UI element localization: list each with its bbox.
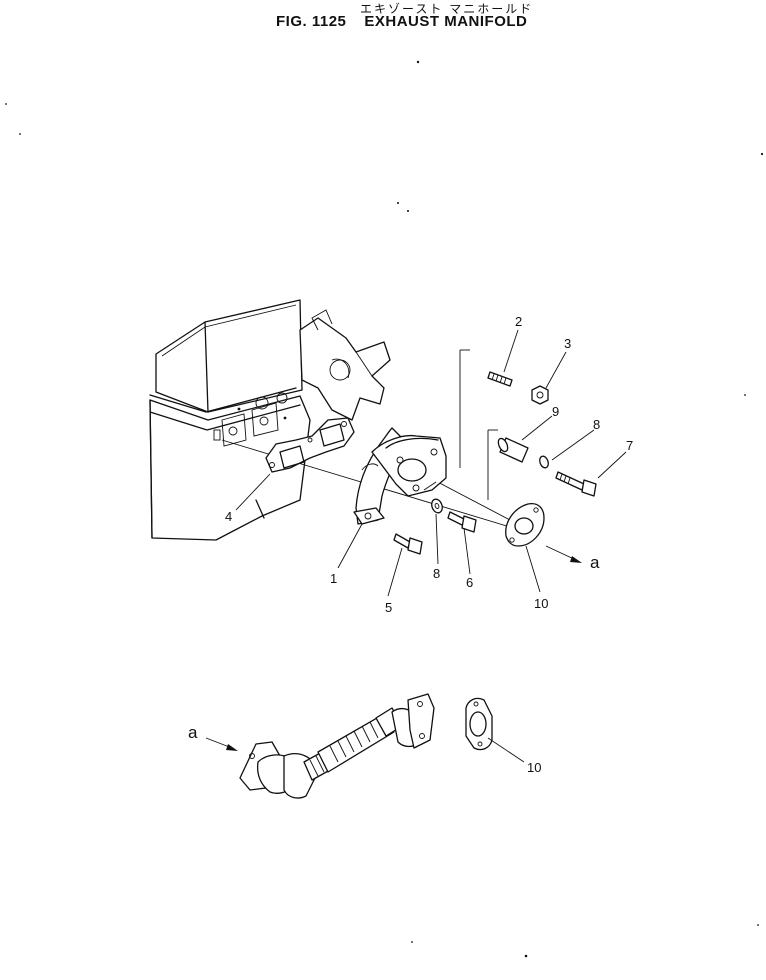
callout-10-lower: 10 bbox=[527, 760, 541, 775]
callout-7: 7 bbox=[626, 438, 633, 453]
callout-labels: 2 3 9 8 7 4 1 8 6 5 10 10 a a bbox=[188, 314, 633, 775]
callout-3: 3 bbox=[564, 336, 571, 351]
long-bolt bbox=[555, 471, 597, 497]
engine-block bbox=[149, 299, 391, 541]
bolt-center bbox=[447, 511, 477, 533]
exhaust-pipe-assembly bbox=[239, 693, 435, 799]
figure-caption: EXHAUST MANIFOLD bbox=[364, 13, 528, 30]
exhaust-manifold bbox=[353, 427, 447, 525]
callout-5: 5 bbox=[385, 600, 392, 615]
reference-a-out: a bbox=[590, 553, 600, 572]
japanese-title: エキゾースト マニホールド bbox=[360, 2, 534, 16]
washer-left bbox=[431, 498, 443, 514]
callout-leaders bbox=[235, 329, 627, 763]
figure-title: FIG. 1125 EXHAUST MANIFOLD bbox=[276, 13, 527, 30]
callout-1: 1 bbox=[330, 571, 337, 586]
reference-a-in: a bbox=[188, 723, 198, 742]
callout-8-lower: 8 bbox=[433, 566, 440, 581]
flange-gasket-upper bbox=[505, 502, 545, 547]
callout-10-upper: 10 bbox=[534, 596, 548, 611]
figure-number: FIG. 1125 bbox=[276, 13, 347, 30]
bolt-lower bbox=[393, 533, 423, 555]
arrow-a-out bbox=[545, 545, 582, 563]
scan-specks bbox=[5, 60, 764, 958]
callout-2: 2 bbox=[515, 314, 522, 329]
manifold-gasket bbox=[265, 417, 355, 473]
flange-gasket-lower bbox=[465, 697, 493, 751]
spacer-sleeve bbox=[497, 437, 529, 463]
arrow-a-in bbox=[205, 737, 238, 751]
callout-4: 4 bbox=[225, 509, 232, 524]
callout-6: 6 bbox=[466, 575, 473, 590]
stud-bolt bbox=[487, 371, 513, 387]
hex-nut bbox=[531, 385, 549, 405]
washer-right bbox=[539, 455, 549, 469]
callout-8-upper: 8 bbox=[593, 417, 600, 432]
callout-9: 9 bbox=[552, 404, 559, 419]
